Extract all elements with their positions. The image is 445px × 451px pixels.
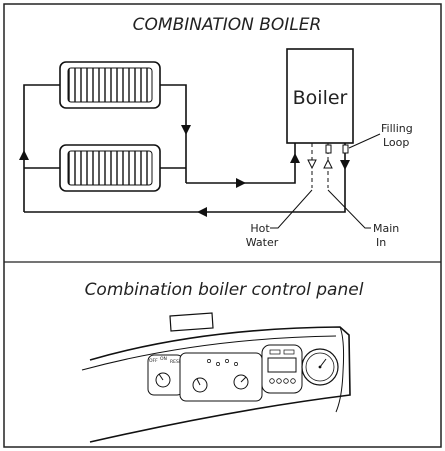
filling-valve-right [342, 144, 349, 154]
hot-water-label-line2: Water [246, 236, 279, 249]
panel-right-edge [335, 326, 345, 413]
pipe-flow-riser [160, 84, 187, 183]
filling-valve-left [325, 144, 332, 154]
reset-label: RESET [170, 359, 185, 365]
arrow-up-boiler-icon [290, 153, 300, 163]
boiler-box [286, 48, 354, 144]
indicator-led-3 [225, 359, 229, 363]
hot-water-leader [270, 189, 313, 229]
main-in-arrow-icon [323, 158, 333, 169]
display-button-a [269, 349, 281, 355]
filling-loop-label-line1: Filling [381, 122, 413, 135]
gauge-needle-icon [319, 358, 327, 368]
arrow-down-riser-icon [181, 125, 191, 135]
hot-water-label-line1: Hot [250, 222, 270, 235]
display-key-3 [283, 378, 289, 384]
main-in-leader [327, 189, 371, 229]
indicator-led-2 [216, 362, 220, 366]
arrow-down-return-icon [340, 160, 350, 170]
pipe-outer-left [23, 84, 60, 212]
diagram-title: COMBINATION BOILER [133, 15, 322, 35]
main-in-label-line2: In [376, 236, 386, 249]
main-in-label-line1: Main [373, 222, 399, 235]
display-key-4 [290, 378, 296, 384]
arrow-up-left-icon [19, 150, 29, 160]
panel-body [89, 326, 351, 443]
hot-water-arrow-icon [307, 159, 317, 170]
panel-top-edge [81, 335, 337, 371]
flow-arrows [19, 125, 350, 217]
filling-loop-leader [348, 133, 381, 149]
display-button-b [283, 349, 295, 355]
lcd-display [267, 357, 297, 373]
control-panel: OFF ON RESET [81, 312, 351, 443]
radiator-top [59, 61, 161, 109]
panel-middle-module [179, 352, 263, 402]
panel-title: Combination boiler control panel [85, 280, 364, 300]
off-label: OFF [149, 358, 158, 364]
on-label: ON [160, 356, 167, 362]
display-key-2 [276, 378, 282, 384]
boiler-label: Boiler [293, 87, 348, 109]
radiator-bottom [59, 144, 161, 192]
arrow-right-flow-icon [236, 178, 246, 188]
indicator-led-4 [234, 362, 238, 366]
panel-cover-flap [169, 312, 214, 332]
indicator-led-1 [207, 359, 211, 363]
display-key-1 [269, 378, 275, 384]
filling-loop-label-line2: Loop [383, 136, 409, 149]
arrow-left-return-icon [197, 207, 207, 217]
